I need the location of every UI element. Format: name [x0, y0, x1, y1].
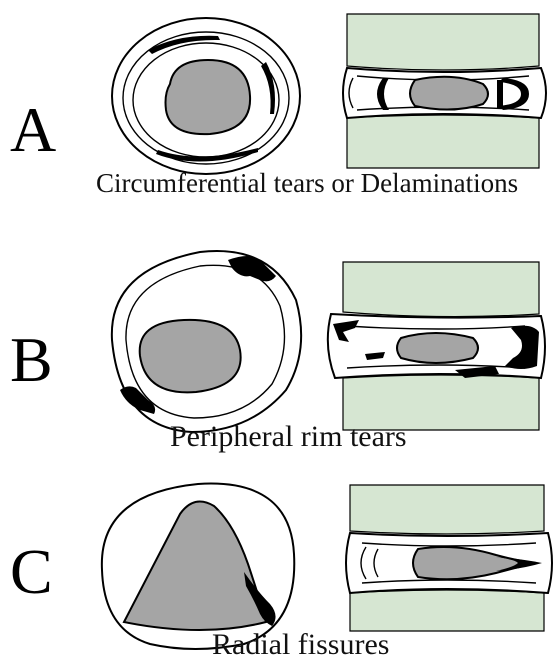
caption-a: Circumferential tears or Delaminations	[96, 170, 518, 197]
axial-disc-c	[94, 474, 304, 654]
row-a: A Circumferential tears or Delaminations	[0, 0, 559, 210]
sagittal-disc-a	[343, 14, 553, 184]
vertebra-lower	[350, 590, 544, 631]
delamination-right	[499, 78, 529, 110]
caption-c: Radial fissures	[212, 630, 389, 660]
nucleus	[124, 502, 266, 631]
panel-letter-c: C	[10, 540, 53, 604]
sagittal-disc-b	[325, 262, 545, 442]
rim-tear-left	[333, 320, 359, 342]
row-b: B Peripheral rim tears	[0, 210, 559, 460]
vertebra-upper	[350, 485, 544, 534]
caption-b: Peripheral rim tears	[170, 422, 407, 452]
nucleus	[397, 333, 478, 363]
vertebra-upper	[347, 14, 539, 70]
delamination-left	[377, 78, 389, 110]
vertebra-upper	[343, 262, 539, 317]
panel-letter-a: A	[10, 98, 56, 162]
rim-tear-top-right	[228, 256, 276, 281]
nucleus	[410, 77, 488, 110]
nucleus	[140, 320, 241, 392]
rim-tear-right	[505, 326, 539, 369]
circumferential-tear-right	[261, 62, 275, 114]
row-c: C Radial fissures	[0, 460, 559, 664]
nucleus	[166, 60, 251, 134]
panel-letter-b: B	[10, 328, 53, 392]
axial-disc-a	[108, 14, 308, 184]
axial-disc-b	[100, 240, 310, 440]
vertebra-lower	[347, 115, 539, 168]
nucleus	[413, 547, 536, 579]
